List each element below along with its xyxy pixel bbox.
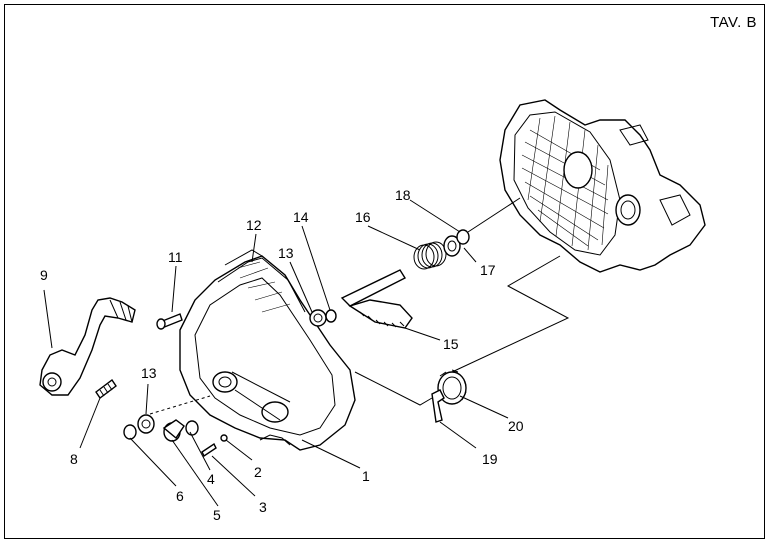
part-label-19: 19 xyxy=(482,451,498,467)
washer xyxy=(309,309,327,327)
part-label-16: 16 xyxy=(355,209,371,225)
part-label-18: 18 xyxy=(395,187,411,203)
table-title: TAV. B xyxy=(710,14,757,31)
part-label-1: 1 xyxy=(362,468,370,484)
oil-plug xyxy=(162,419,185,442)
part-label-6: 6 xyxy=(176,488,184,504)
part-label-8: 8 xyxy=(70,451,78,467)
crankcase-half xyxy=(499,99,706,273)
part-label-20: 20 xyxy=(508,418,524,434)
o-ring xyxy=(325,309,337,323)
part-label-13-lower: 13 xyxy=(141,365,157,381)
part-label-17: 17 xyxy=(480,262,496,278)
spring-clip xyxy=(431,389,445,423)
part-label-15: 15 xyxy=(443,336,459,352)
kickstart-spring xyxy=(413,241,447,270)
circlip xyxy=(123,424,137,440)
o-ring xyxy=(185,420,199,436)
part-label-14: 14 xyxy=(293,209,309,225)
part-label-9: 9 xyxy=(40,267,48,283)
washer xyxy=(443,235,461,257)
part-label-12: 12 xyxy=(246,217,262,233)
part-label-3: 3 xyxy=(259,499,267,515)
gasket xyxy=(217,257,306,313)
part-label-13-upper: 13 xyxy=(278,245,294,261)
bolt xyxy=(95,378,117,400)
bolt xyxy=(156,313,183,330)
part-label-4: 4 xyxy=(207,471,215,487)
part-label-2: 2 xyxy=(254,464,262,480)
leader-lines xyxy=(43,197,570,507)
kickstart-shaft xyxy=(340,269,413,329)
part-label-5: 5 xyxy=(213,507,221,523)
kick-lever xyxy=(39,297,136,396)
drawing-frame xyxy=(4,4,765,539)
clutch-cover xyxy=(179,249,356,451)
ball xyxy=(220,434,228,442)
part-label-11: 11 xyxy=(168,249,183,265)
screw xyxy=(201,442,217,458)
circlip xyxy=(456,229,470,245)
washer xyxy=(137,414,155,434)
